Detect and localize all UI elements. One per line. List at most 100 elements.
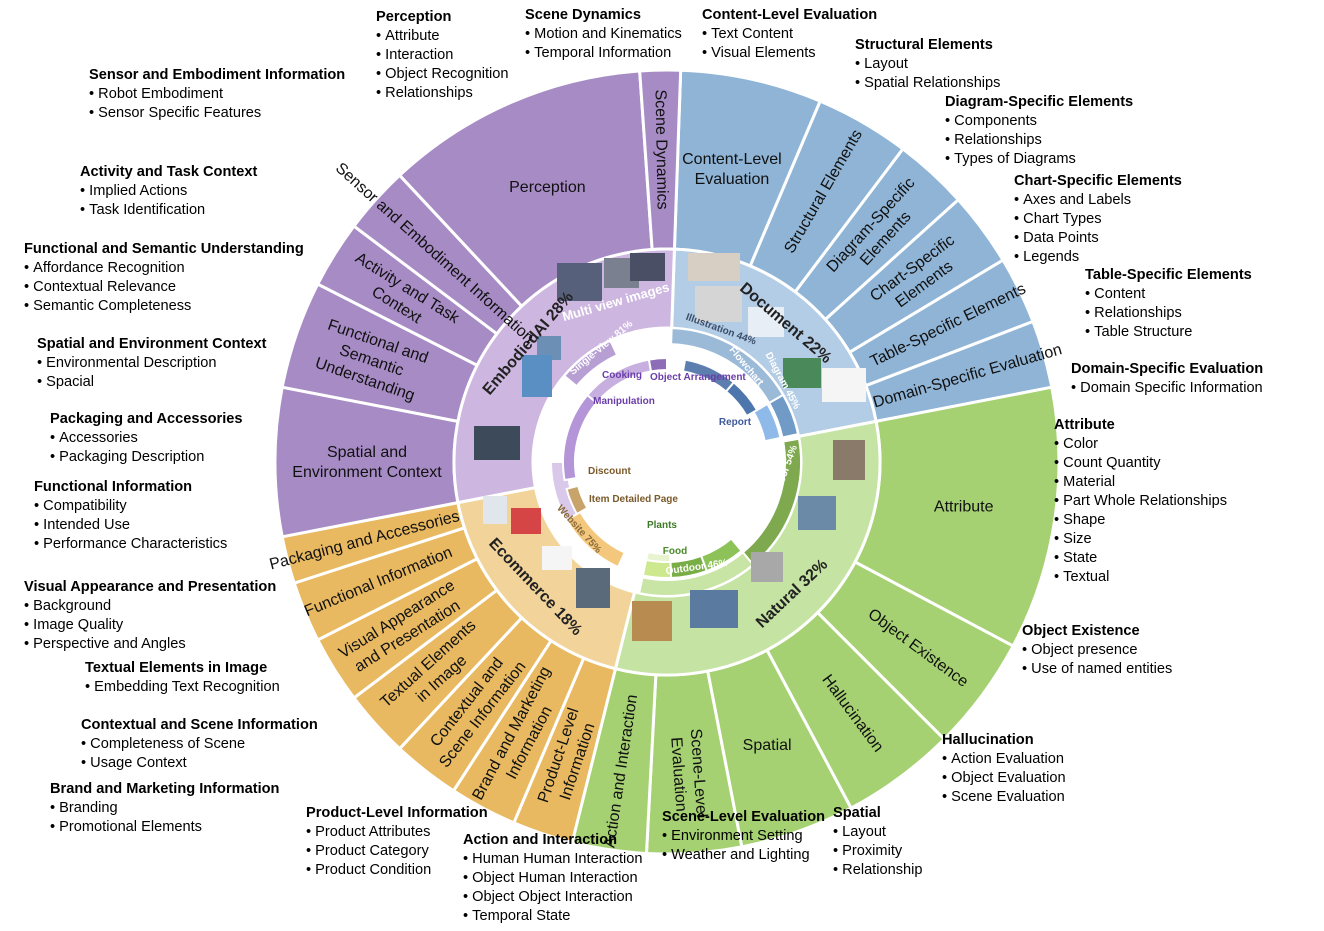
callout-item: Environment Setting — [662, 827, 825, 846]
callout-title: Spatial — [833, 805, 881, 821]
callout-perception: PerceptionAttributeInteractionObject Rec… — [376, 8, 508, 103]
callout-list: Affordance RecognitionContextual Relevan… — [24, 259, 304, 316]
callout-item: Shape — [1054, 511, 1227, 530]
callout-item: Image Quality — [24, 616, 276, 635]
callout-item: Perspective and Angles — [24, 635, 276, 654]
callout-item: State — [1054, 549, 1227, 568]
callout-item: Compatibility — [34, 497, 227, 516]
callout-item: Layout — [833, 823, 923, 842]
photo-thumbnail — [511, 508, 541, 534]
callout-item: Count Quantity — [1054, 454, 1227, 473]
callout-item: Part Whole Relationships — [1054, 492, 1227, 511]
callout-item: Sensor Specific Features — [89, 104, 345, 123]
callout-hallucination: HallucinationAction EvaluationObject Eva… — [942, 731, 1066, 807]
callout-item: Axes and Labels — [1014, 191, 1182, 210]
callout-item: Performance Characteristics — [34, 535, 227, 554]
plants-arc — [645, 550, 672, 563]
callout-title: Diagram-Specific Elements — [945, 94, 1134, 110]
callout-functional-and-semantic-understanding: Functional and Semantic UnderstandingAff… — [24, 240, 304, 316]
callout-domain-specific-evaluation: Domain-Specific EvaluationDomain Specifi… — [1071, 360, 1263, 398]
callout-table-specific-elements: Table-Specific ElementsContentRelationsh… — [1085, 266, 1252, 342]
segment-label-scene-level-evaluation: Scene-LevelEvaluation — [667, 728, 710, 819]
callout-item: Table Structure — [1085, 323, 1252, 342]
callout-list: Text ContentVisual Elements — [702, 25, 877, 63]
callout-item: Object presence — [1022, 641, 1172, 660]
callout-object-existence: Object ExistenceObject presenceUse of na… — [1022, 622, 1172, 679]
callout-spatial-and-environment-context: Spatial and Environment ContextEnvironme… — [37, 335, 266, 392]
label-discount: Discount — [588, 466, 631, 477]
callout-item: Action Evaluation — [942, 750, 1066, 769]
callout-item: Types of Diagrams — [945, 150, 1133, 169]
callout-list: AccessoriesPackaging Description — [50, 429, 243, 467]
callout-title: Textual Elements in Image — [85, 660, 268, 676]
callout-list: Action EvaluationObject EvaluationScene … — [942, 750, 1066, 807]
callout-title: Functional Information — [34, 479, 193, 495]
callout-list: Embedding Text Recognition — [85, 678, 280, 697]
callout-list: Product AttributesProduct CategoryProduc… — [306, 823, 488, 880]
callout-item: Components — [945, 112, 1133, 131]
callout-title: Brand and Marketing Information — [50, 781, 280, 797]
label-food: Food — [663, 546, 687, 557]
callout-item: Background — [24, 597, 276, 616]
callout-title: Chart-Specific Elements — [1014, 173, 1182, 189]
subcategory-ring — [549, 327, 802, 597]
segment-label-perception: Perception — [509, 179, 586, 196]
callout-scene-dynamics: Scene DynamicsMotion and KinematicsTempo… — [525, 6, 682, 63]
callout-item: Use of named entities — [1022, 660, 1172, 679]
callout-item: Environmental Description — [37, 354, 266, 373]
callout-title: Spatial and Environment Context — [37, 336, 267, 352]
callout-title: Perception — [376, 9, 452, 25]
callout-list: ContentRelationshipsTable Structure — [1085, 285, 1252, 342]
report-arc — [752, 402, 782, 443]
callout-item: Visual Elements — [702, 44, 877, 63]
label-cooking: Cooking — [602, 370, 642, 381]
callout-title: Sensor and Embodiment Information — [89, 67, 346, 83]
callout-item: Layout — [855, 55, 1000, 74]
callout-item: Chart Types — [1014, 210, 1182, 229]
callout-item: Temporal State — [463, 907, 643, 926]
callout-list: Robot EmbodimentSensor Specific Features — [89, 85, 345, 123]
callout-item: Data Points — [1014, 229, 1182, 248]
segment-label-scene-dynamics: Scene Dynamics — [651, 89, 670, 209]
photo-thumbnail — [557, 263, 602, 301]
callout-list: Implied ActionsTask Identification — [80, 182, 257, 220]
manipulation-arc — [562, 393, 598, 482]
diagram-arc — [767, 393, 800, 439]
callout-item: Scene Evaluation — [942, 788, 1066, 807]
callout-title: Content-Level Evaluation — [702, 7, 878, 23]
callout-activity-and-task-context: Activity and Task ContextImplied Actions… — [80, 163, 257, 220]
callout-functional-information: Functional InformationCompatibilityInten… — [34, 478, 227, 554]
label-report: Report — [719, 417, 752, 428]
callout-visual-appearance-and-presentation: Visual Appearance and PresentationBackgr… — [24, 578, 276, 654]
callout-item: Embedding Text Recognition — [85, 678, 280, 697]
callout-packaging-and-accessories: Packaging and AccessoriesAccessoriesPack… — [50, 410, 243, 467]
photo-thumbnail — [833, 440, 865, 480]
callout-title: Object Existence — [1022, 623, 1140, 639]
callout-title: Table-Specific Elements — [1085, 267, 1252, 283]
callout-item: Weather and Lighting — [662, 846, 825, 865]
photo-thumbnail — [483, 496, 507, 524]
callout-title: Scene Dynamics — [525, 7, 642, 23]
callout-title: Functional and Semantic Understanding — [24, 241, 304, 257]
segment-label-attribute: Attribute — [934, 498, 994, 515]
callout-list: AttributeInteractionObject RecognitionRe… — [376, 27, 508, 103]
callout-spatial: SpatialLayoutProximityRelationship — [833, 804, 923, 880]
thumbnail-images — [474, 253, 866, 641]
callout-item: Text Content — [702, 25, 877, 44]
callout-item: Intended Use — [34, 516, 227, 535]
callout-attribute: AttributeColorCount QuantityMaterialPart… — [1054, 416, 1227, 587]
flowchart-arc — [724, 380, 759, 418]
callout-title: Structural Elements — [855, 37, 993, 53]
callout-list: Domain Specific Information — [1071, 379, 1263, 398]
callout-item: Object Evaluation — [942, 769, 1065, 788]
photo-thumbnail — [751, 552, 783, 582]
callout-title: Activity and Task Context — [80, 164, 258, 180]
photo-thumbnail — [632, 601, 672, 641]
callout-title: Domain-Specific Evaluation — [1071, 361, 1264, 377]
photo-thumbnail — [688, 253, 740, 281]
callout-item: Task Identification — [80, 201, 257, 220]
callout-list: CompatibilityIntended UsePerformance Cha… — [34, 497, 227, 554]
photo-thumbnail — [474, 426, 520, 460]
